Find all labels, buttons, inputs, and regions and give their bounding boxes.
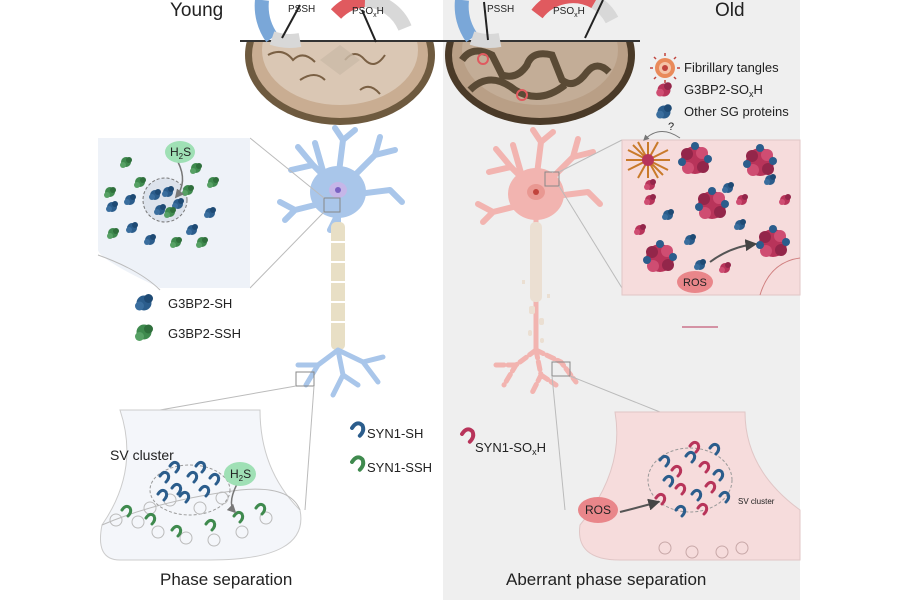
old-sg-zoom: ? ROS	[558, 121, 801, 296]
legend-g3bp2-ssh-label: G3BP2-SSH	[168, 326, 241, 341]
legend-tangles-label: Fibrillary tangles	[684, 60, 779, 75]
sv-cluster-label-old: SV cluster	[738, 497, 775, 506]
sv-vesicles-old	[658, 541, 749, 559]
g3bp2-sh-icon	[135, 294, 153, 311]
ros-label-sg: ROS	[683, 277, 707, 289]
question-mark: ?	[668, 121, 674, 133]
h2s-label-top: H2S	[170, 145, 191, 161]
fibrillary-tangle-icon	[650, 53, 680, 83]
sv-cluster-label-young: SV cluster	[110, 447, 174, 463]
legend-other-sg-label: Other SG proteins	[684, 104, 789, 119]
pssh-gauge-label-old: PSSH	[487, 4, 514, 15]
old-caption: Aberrant phase separation	[506, 570, 706, 589]
psoxh-gauge-label-young: PSOxH	[352, 6, 384, 19]
h2s-label-synapse: H2S	[230, 467, 251, 483]
ros-label-synapse: ROS	[585, 503, 611, 517]
young-legend: G3BP2-SH G3BP2-SSH SYN1-SH SYN1-SSH	[135, 294, 432, 475]
young-synapse: H2S SV cluster	[100, 385, 315, 561]
fibrillary-tangle-cluster	[626, 141, 670, 179]
old-synapse: ROS SV cluster	[551, 375, 801, 561]
h2s-bubble-synapse	[224, 462, 256, 486]
legend-g3bp2-soxh-label: G3BP2-SOxH	[684, 82, 763, 99]
young-sg-zoom: H2S	[97, 137, 325, 291]
young-brain	[245, 40, 435, 125]
g3bp2-ssh-icon	[135, 324, 153, 341]
old-gauges: PSSH PSOxH	[454, 0, 619, 48]
legend-g3bp2-sh-label: G3BP2-SH	[168, 296, 232, 311]
legend-syn1-soxh-label: SYN1-SOxH	[475, 440, 546, 457]
legend-syn1-ssh-label: SYN1-SSH	[367, 460, 432, 475]
syn1-ssh-icon	[350, 455, 366, 472]
old-title: Old	[715, 0, 745, 21]
old-legend: Fibrillary tangles G3BP2-SOxH Other SG p…	[650, 53, 789, 119]
young-gauges: PSSH PSOxH	[254, 0, 412, 48]
old-brain	[445, 40, 635, 125]
ros-bubble-synapse	[578, 497, 618, 523]
syn1-sh-icon	[350, 421, 366, 438]
h2s-bubble-top	[165, 141, 195, 163]
young-neuron	[277, 125, 405, 398]
young-caption: Phase separation	[160, 570, 292, 589]
pssh-gauge-label-young: PSSH	[288, 4, 315, 15]
young-title: Young	[170, 0, 223, 21]
legend-syn1-sh-label: SYN1-SH	[367, 426, 423, 441]
ros-bubble-sg	[677, 271, 713, 293]
psoxh-gauge-label-old: PSOxH	[553, 6, 585, 19]
old-neuron	[475, 127, 603, 398]
